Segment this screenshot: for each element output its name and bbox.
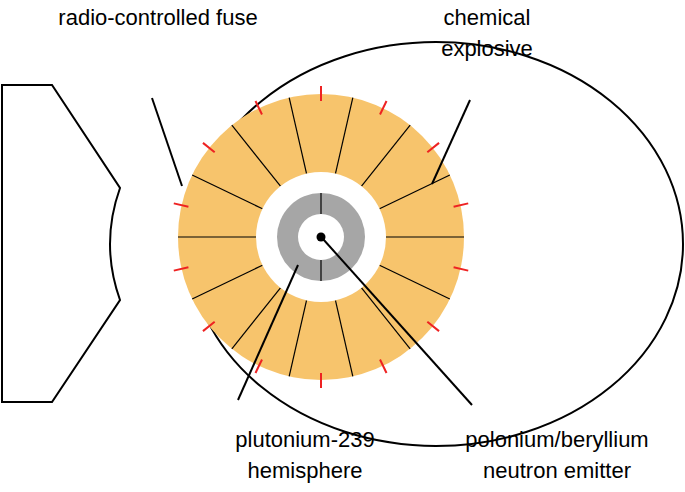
fuse-label: radio-controlled fuse <box>58 2 258 33</box>
detonator-tick <box>427 143 439 152</box>
detonator-tick <box>454 203 469 206</box>
explosive-label: chemical explosive <box>422 2 552 64</box>
hemisphere-split <box>320 260 321 281</box>
plutonium-core <box>277 193 365 281</box>
explosive-sphere <box>178 94 464 380</box>
explosive-segments <box>178 98 464 377</box>
detonator-tick <box>174 267 189 270</box>
core-label: plutonium-239 hemisphere <box>220 424 390 486</box>
detonator-tick <box>255 360 262 374</box>
tamper-gap <box>256 172 386 302</box>
detonator-tick <box>427 322 439 331</box>
hemisphere-split <box>320 193 321 214</box>
segment-line <box>380 175 450 209</box>
leader-line <box>323 239 472 405</box>
segment-line <box>335 300 352 376</box>
leader-line <box>432 100 470 184</box>
detonator-tick <box>320 373 322 388</box>
detonator-tick <box>203 143 215 152</box>
segment-line <box>335 98 352 174</box>
tail-fin <box>2 85 120 402</box>
segment-line <box>289 98 306 174</box>
leader-line <box>152 98 182 186</box>
segment-line <box>362 125 411 186</box>
core-cavity <box>298 214 344 260</box>
detonator-tick <box>454 267 469 270</box>
segment-line <box>192 175 262 209</box>
segment-line <box>178 236 256 237</box>
segment-line <box>362 288 411 349</box>
segment-line <box>380 265 450 299</box>
segment-line <box>232 288 281 349</box>
detonator-tick <box>380 360 387 374</box>
detonator-tick <box>320 86 322 101</box>
segment-line <box>192 265 262 299</box>
segment-line <box>232 125 281 186</box>
leader-line <box>238 265 298 400</box>
detonator-tick <box>203 322 215 331</box>
detonator-ticks <box>174 86 468 388</box>
initiator-label: polonium/beryllium neutron emitter <box>450 424 665 486</box>
segment-line <box>386 236 464 237</box>
segment-line <box>289 300 306 376</box>
detonator-tick <box>255 101 262 115</box>
detonator-tick <box>174 203 189 206</box>
detonator-tick <box>380 101 387 115</box>
